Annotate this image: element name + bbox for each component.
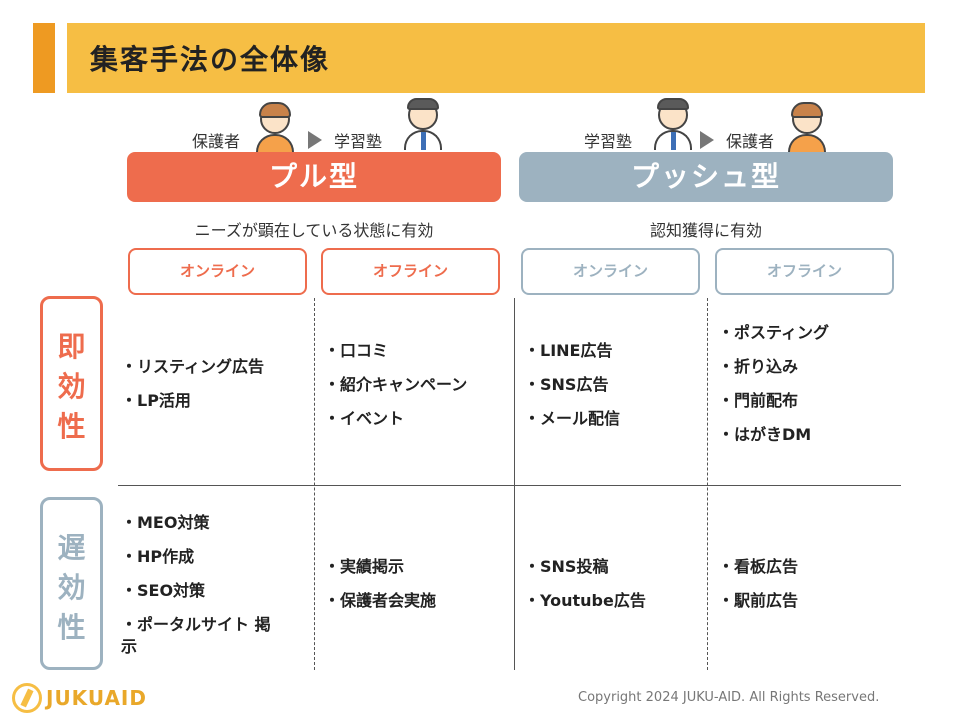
push-type-band: プッシュ型 xyxy=(519,152,893,202)
row-label-slow: 遅効性 xyxy=(40,497,103,670)
pull-flow-from: 保護者 xyxy=(192,132,241,151)
pull-offline-header: オフライン xyxy=(321,248,500,295)
row-label-fast-text: 即効性 xyxy=(57,330,86,443)
pull-type-band: プル型 xyxy=(127,152,501,202)
list-item: ・保護者会実施 xyxy=(324,591,437,610)
list-item: ・口コミ xyxy=(324,341,389,360)
list-item: ・SNS広告 xyxy=(524,375,609,394)
list-item: ・ポスティング xyxy=(718,323,830,342)
teacher-person-icon xyxy=(654,98,692,150)
logo-icon xyxy=(12,683,42,713)
parent-person-icon xyxy=(788,102,826,154)
list-item: ・メール配信 xyxy=(524,409,621,428)
title-bar xyxy=(33,23,925,93)
list-item: ・SEO対策 xyxy=(121,581,206,600)
cell-slow-pull-online: ・MEO対策 ・HP作成 ・SEO対策 ・ポータルサイト 掲示 xyxy=(121,506,281,658)
list-item: ・看板広告 xyxy=(718,557,799,576)
flow-arrow-icon xyxy=(700,131,714,149)
list-item: ・MEO対策 xyxy=(121,513,210,532)
list-item: ・HP作成 xyxy=(121,547,195,566)
grid-divider-dashed xyxy=(707,298,708,670)
cell-fast-pull-offline: ・口コミ ・紹介キャンペーン ・イベント xyxy=(324,334,467,436)
teacher-person-icon xyxy=(404,98,442,150)
cell-slow-pull-offline: ・実績掲示 ・保護者会実施 xyxy=(324,550,436,618)
list-item: ・実績掲示 xyxy=(324,557,405,576)
list-item: ・駅前広告 xyxy=(718,591,799,610)
list-item: ・SNS投稿 xyxy=(524,557,609,576)
grid-divider-dashed xyxy=(314,298,315,670)
list-item: ・LINE広告 xyxy=(524,341,613,360)
title-gap xyxy=(55,23,67,93)
title-accent xyxy=(33,23,55,93)
page-title: 集客手法の全体像 xyxy=(90,43,331,76)
cell-slow-push-offline: ・看板広告 ・駅前広告 xyxy=(718,550,798,618)
cell-slow-push-online: ・SNS投稿 ・Youtube広告 xyxy=(524,550,646,618)
list-item: ・門前配布 xyxy=(718,391,799,410)
push-online-header: オンライン xyxy=(521,248,700,295)
push-flow-to: 保護者 xyxy=(726,132,775,151)
list-item: ・折り込み xyxy=(718,357,799,376)
copyright-text: Copyright 2024 JUKU-AID. All Rights Rese… xyxy=(578,690,880,705)
row-divider xyxy=(118,485,901,486)
company-logo: JUKUAID xyxy=(12,683,147,713)
grid-divider-solid xyxy=(514,298,515,670)
list-item: ・イベント xyxy=(324,409,405,428)
push-description: 認知獲得に有効 xyxy=(649,221,762,240)
pull-flow-to: 学習塾 xyxy=(334,132,383,151)
row-label-slow-text: 遅効性 xyxy=(57,531,86,644)
list-item: ・LP活用 xyxy=(121,391,191,410)
list-item: ・Youtube広告 xyxy=(524,591,646,610)
push-offline-header: オフライン xyxy=(715,248,894,295)
list-item: ・ポータルサイト 掲示 xyxy=(121,615,271,656)
cell-fast-pull-online: ・リスティング広告 ・LP活用 xyxy=(121,350,264,418)
parent-person-icon xyxy=(256,102,294,154)
logo-text: JUKUAID xyxy=(46,686,147,710)
row-label-fast: 即効性 xyxy=(40,296,103,471)
push-flow-from: 学習塾 xyxy=(584,132,633,151)
flow-arrow-icon xyxy=(308,131,322,149)
pull-online-header: オンライン xyxy=(128,248,307,295)
cell-fast-push-offline: ・ポスティング ・折り込み ・門前配布 ・はがきDM xyxy=(718,316,829,452)
list-item: ・リスティング広告 xyxy=(121,357,265,376)
cell-fast-push-online: ・LINE広告 ・SNS広告 ・メール配信 xyxy=(524,334,620,436)
list-item: ・紹介キャンペーン xyxy=(324,375,468,394)
pull-description: ニーズが顕在している状態に有効 xyxy=(194,221,434,240)
list-item: ・はがきDM xyxy=(718,425,812,444)
